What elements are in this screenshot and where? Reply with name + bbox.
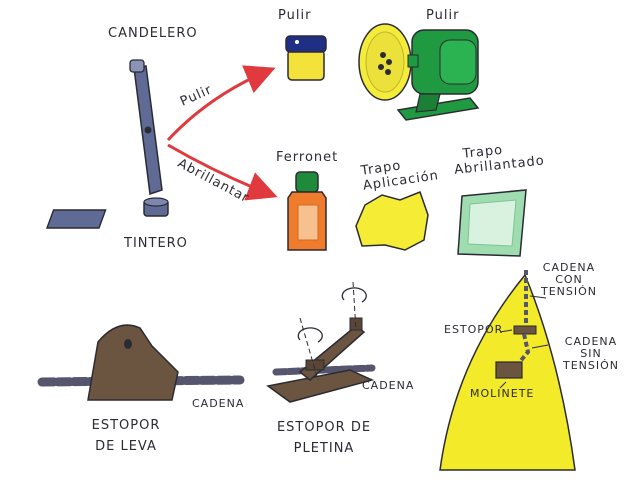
bow-deck-drawing: [439, 270, 576, 471]
plate-stopper-drawing: [266, 281, 376, 403]
ferronet-bottle-drawing: [287, 171, 327, 251]
estopor-leva-label: ESTOPOR DE LEVA: [91, 418, 161, 454]
tintero-label: TINTERO: [124, 236, 188, 251]
cam-stopper-drawing: [37, 324, 245, 401]
abrillantar-arrow: [167, 143, 278, 201]
pulir-jar-label: Pulir: [278, 8, 312, 23]
polishing-machine-drawing: [358, 23, 480, 121]
estopor-bow-label: ESTOPOR: [444, 323, 504, 336]
candelero-label: CANDELERO: [108, 26, 198, 41]
cadena-leva-label: CADENA: [192, 397, 245, 410]
estopor-pletina-label: ESTOPOR DE PLETINA: [276, 420, 372, 456]
stanchion-drawing: [45, 59, 169, 229]
shining-cloth-drawing: [457, 189, 527, 257]
pulir-arrow: [166, 65, 276, 142]
polish-jar-drawing: [285, 35, 327, 81]
ferronet-label: Ferronet: [276, 150, 339, 165]
molinete-label: MOLINETE: [470, 387, 535, 400]
cadena-pletina-label: CADENA: [362, 379, 415, 392]
application-cloth-drawing: [355, 191, 429, 251]
cadena-sin-tension-label: CADENA SIN TENSIÓN: [562, 335, 619, 372]
pulir-machine-label: Pulir: [426, 8, 460, 23]
cadena-con-tension-label: CADENA CON TENSIÓN: [540, 261, 597, 298]
